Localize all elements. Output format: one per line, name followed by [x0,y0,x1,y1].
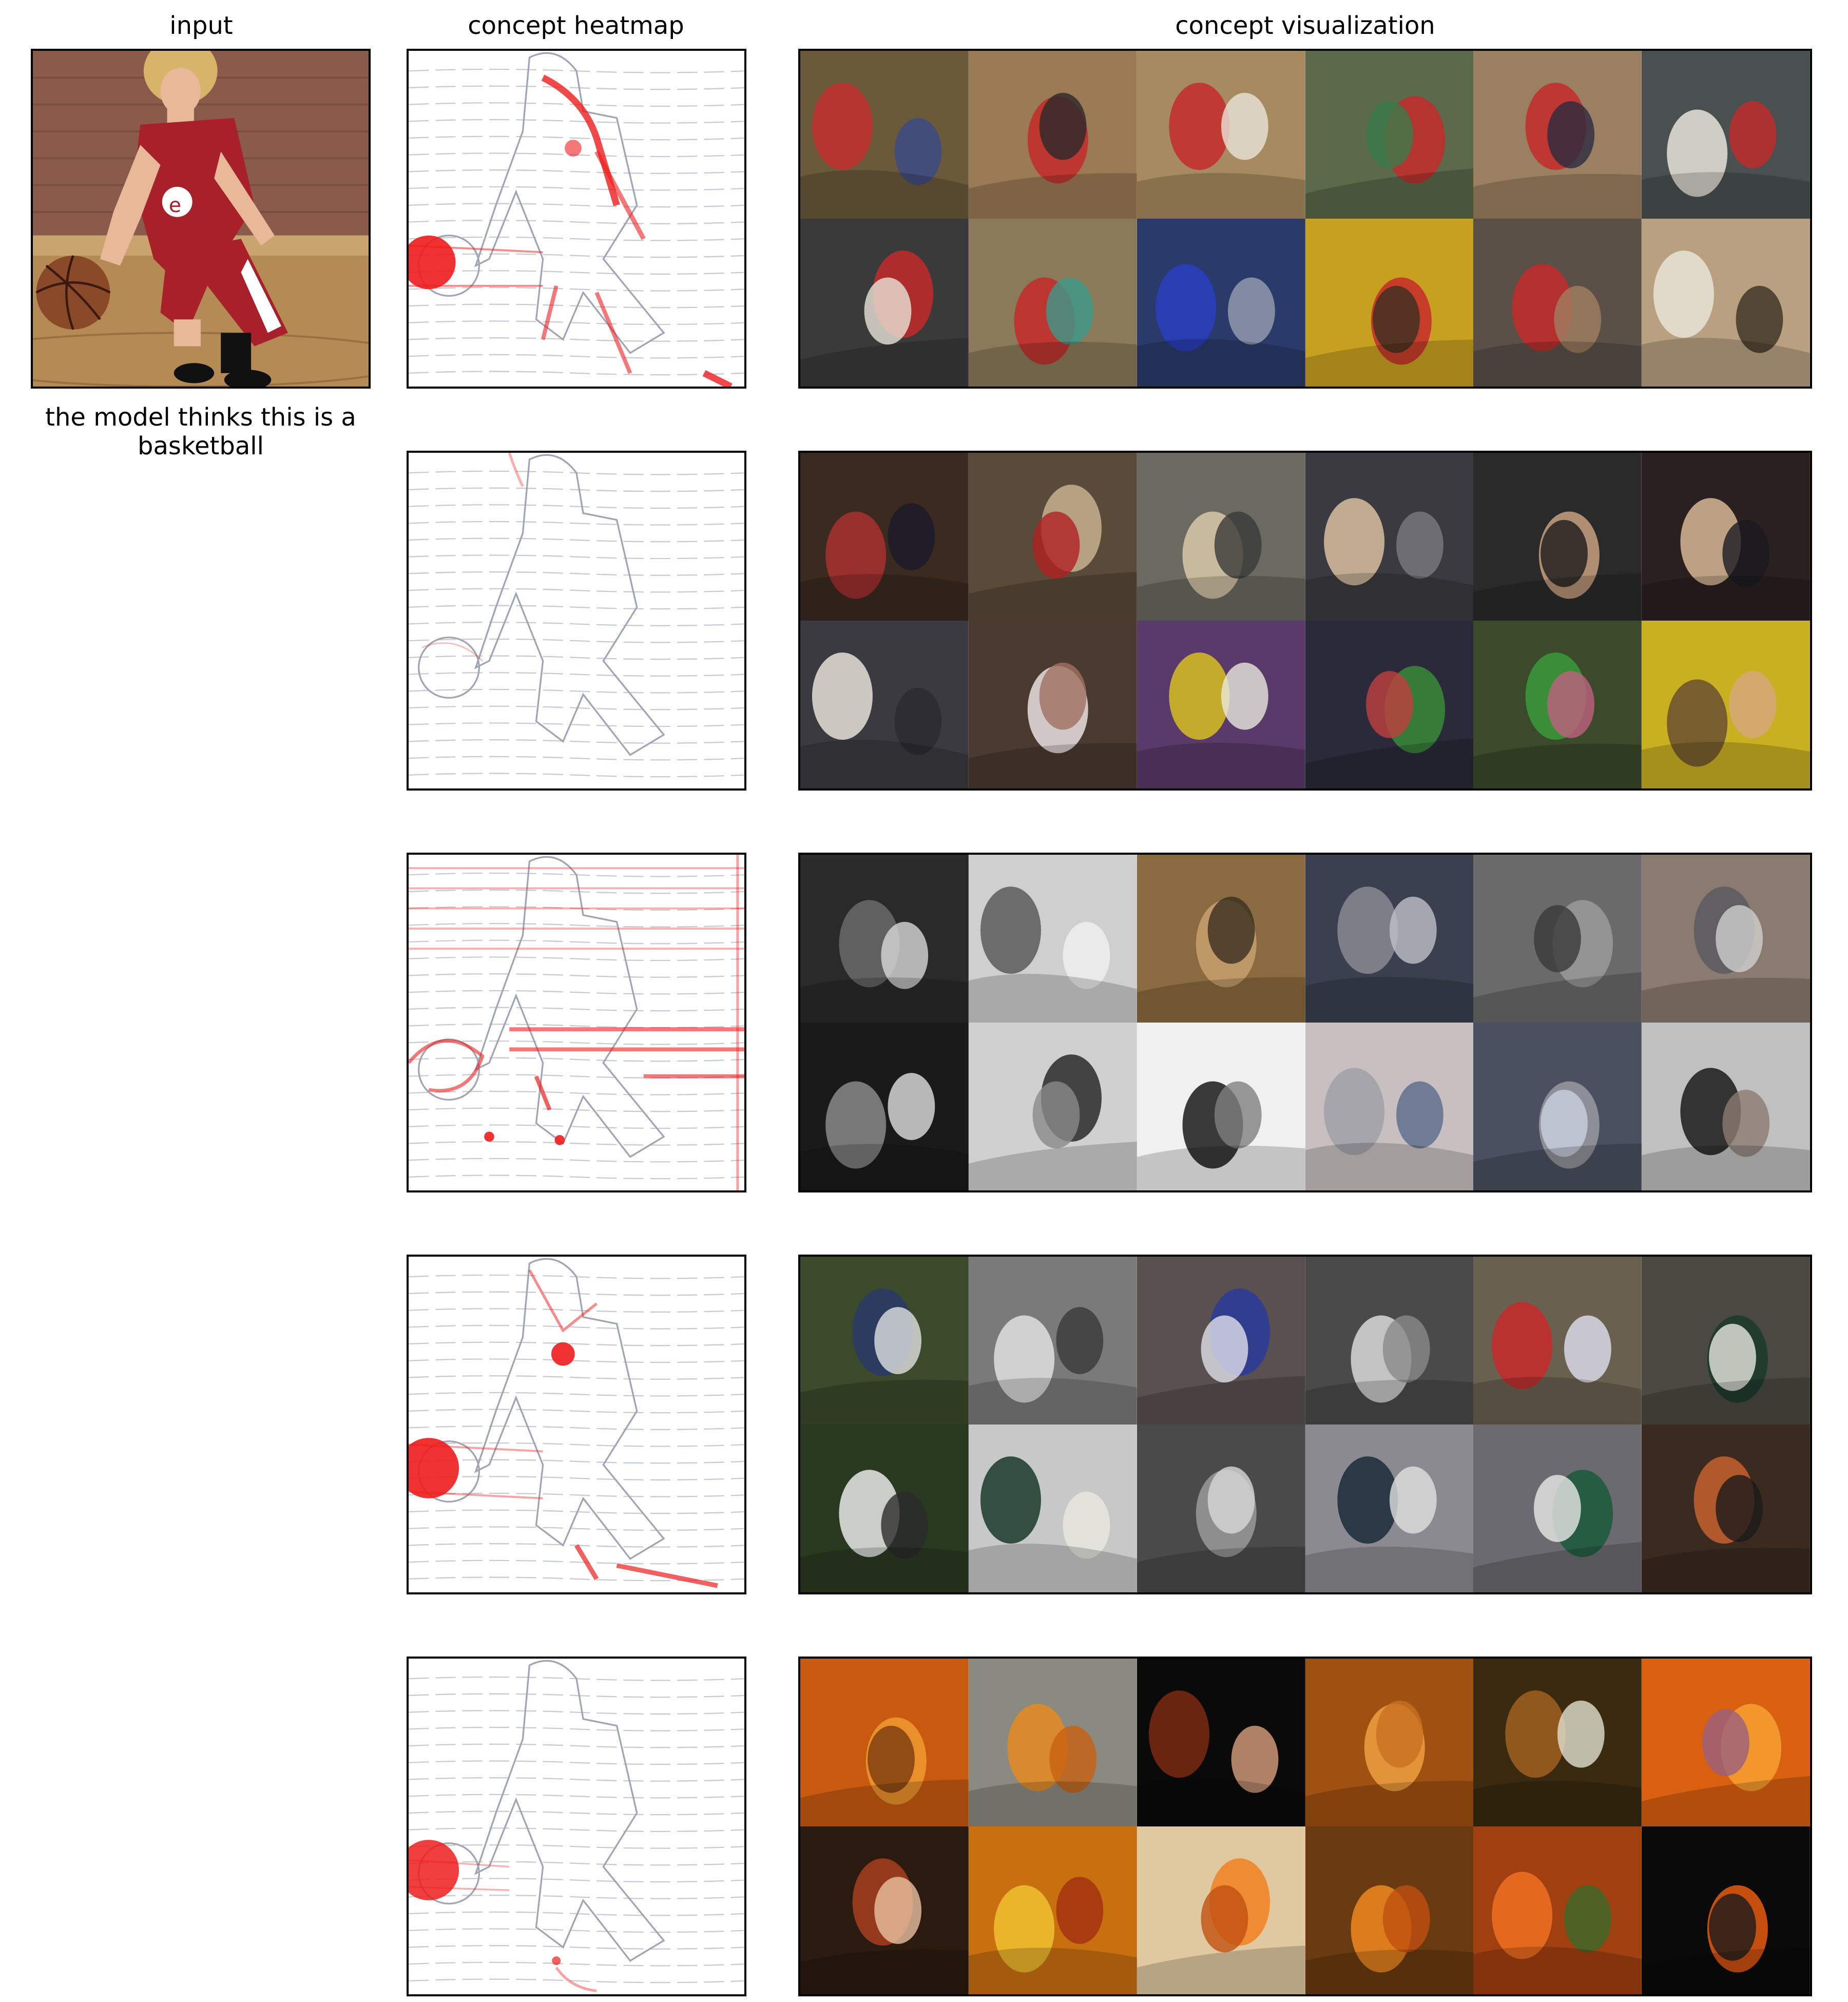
example-image [800,51,969,219]
example-image [800,1023,969,1190]
example-image [1642,621,1810,788]
example-image [968,219,1137,387]
example-image [1137,51,1305,219]
example-image [800,855,969,1023]
example-image [800,1826,969,1994]
example-image [1305,621,1474,788]
concept-visualization-3 [798,853,1812,1192]
example-image [1642,855,1810,1023]
example-image [968,1659,1137,1826]
concept-heatmap-4 [407,1255,746,1594]
example-image [1137,219,1305,387]
example-image [1473,453,1642,621]
concept-heatmap-3 [407,853,746,1192]
example-image [1305,219,1474,387]
example-image [968,855,1137,1023]
example-image [968,1023,1137,1190]
example-image [1137,1424,1305,1592]
example-image [800,1659,969,1826]
example-image [1305,1826,1474,1994]
example-image [1305,51,1474,219]
concept-visualization-2 [798,451,1812,791]
svg-text:e: e [169,194,181,217]
example-image [968,453,1137,621]
concept-visualization-5 [798,1657,1812,1996]
example-image [1305,1257,1474,1424]
heatmap-header: concept heatmap [468,11,684,40]
example-image [968,1826,1137,1994]
example-image [1305,453,1474,621]
example-image [1305,1424,1474,1592]
example-image [968,51,1137,219]
concept-visualization-4 [798,1255,1812,1594]
example-image [1473,1826,1642,1994]
prediction-caption: the model thinks this is a basketball [45,403,356,460]
example-image [1137,855,1305,1023]
example-image [800,1424,969,1592]
example-image [1137,1659,1305,1826]
example-image [800,453,969,621]
example-image [1642,1826,1810,1994]
example-image [1642,453,1810,621]
example-image [1305,855,1474,1023]
example-image [1473,1257,1642,1424]
example-image [1473,1023,1642,1190]
example-image [1642,1659,1810,1826]
example-image [968,1424,1137,1592]
concept-heatmap-5 [407,1657,746,1996]
example-image [968,621,1137,788]
example-image [1642,1023,1810,1190]
example-image [1642,51,1810,219]
example-image [1473,855,1642,1023]
example-image [1137,1826,1305,1994]
example-image [1305,1659,1474,1826]
example-image [1473,51,1642,219]
example-image [968,1257,1137,1424]
example-image [1473,1659,1642,1826]
example-image [1473,1424,1642,1592]
visualization-header: concept visualization [1175,11,1435,40]
example-image [1137,1023,1305,1190]
example-image [800,621,969,788]
concept-heatmap-1 [407,49,746,389]
example-image [1473,621,1642,788]
example-image [1642,1424,1810,1592]
example-image [1642,1257,1810,1424]
example-image [1305,1023,1474,1190]
example-image [800,1257,969,1424]
example-image [1642,219,1810,387]
input-header: input [169,11,233,40]
example-image [1473,219,1642,387]
example-image [1137,1257,1305,1424]
example-image [800,219,969,387]
input-image: e [31,49,371,389]
concept-heatmap-2 [407,451,746,791]
concept-visualization-1 [798,49,1812,389]
example-image [1137,621,1305,788]
example-image [1137,453,1305,621]
